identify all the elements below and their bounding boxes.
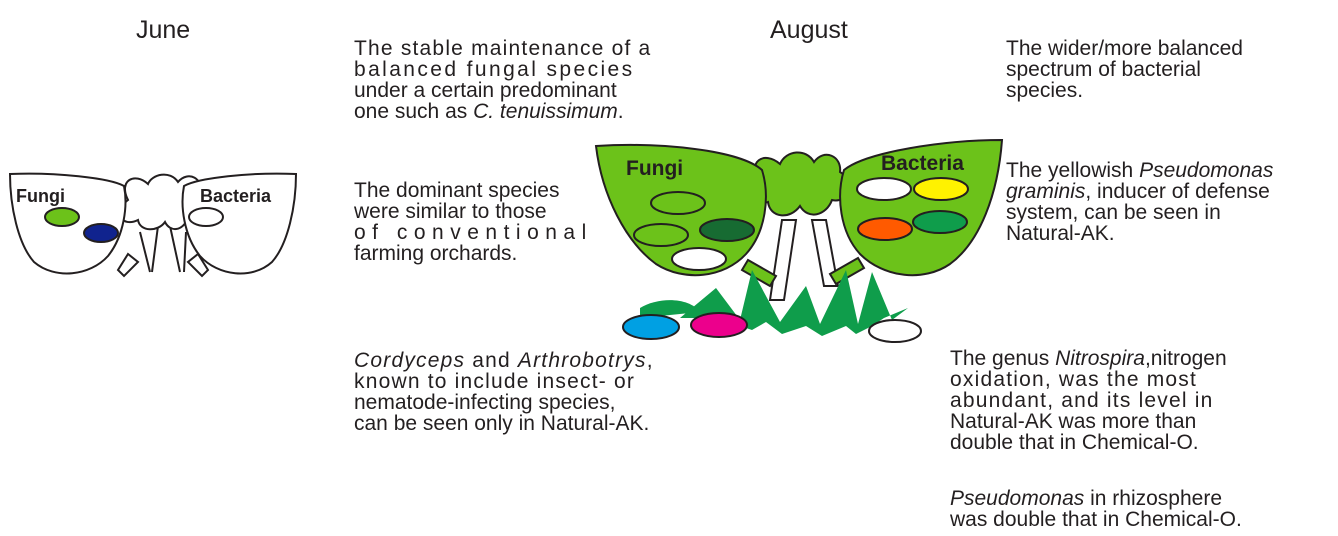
note-pseudomonas-rhizosphere: Pseudomonas in rhizosphere was double th… (950, 488, 1242, 530)
note-fungal-balance: The stable maintenance of a balanced fun… (354, 38, 651, 122)
august-left-pedicel (742, 260, 776, 286)
august-fungi-label: Fungi (626, 157, 683, 180)
note-cordyceps: Cordyceps and Arthrobotrys, known to inc… (354, 350, 654, 434)
june-fungus-navy (84, 224, 118, 242)
august-fungus-2 (634, 224, 688, 246)
august-fungus-dark-green (700, 219, 754, 241)
note-nitrospira: The genus Nitrospira,nitrogen oxidation,… (950, 348, 1227, 453)
june-stem (140, 226, 186, 272)
august-bacterium-yellow (914, 178, 968, 200)
note-pseudomonas-graminis: The yellowish Pseudomonas graminis, indu… (1006, 160, 1273, 244)
note-dominant-species: The dominant species were similar to tho… (354, 180, 593, 264)
august-bacterium-orange (858, 218, 912, 240)
august-bacterium-white (857, 178, 911, 200)
august-root-white (869, 320, 921, 342)
august-bacteria-label: Bacteria (881, 152, 964, 175)
june-bacteria-label: Bacteria (200, 186, 272, 206)
june-bacterium-white (189, 208, 223, 226)
august-stem-left (770, 220, 796, 300)
note-bacterial-spectrum: The wider/more balanced spectrum of bact… (1006, 38, 1243, 101)
june-fungus-green (45, 208, 79, 226)
august-fungus-white (672, 248, 726, 270)
june-fungi-label: Fungi (16, 186, 65, 206)
august-fungus-1 (651, 192, 705, 214)
august-root-cyan (623, 315, 679, 339)
august-bacterium-green (913, 211, 967, 233)
august-root-magenta (691, 313, 747, 337)
june-left-pedicel (118, 254, 138, 276)
